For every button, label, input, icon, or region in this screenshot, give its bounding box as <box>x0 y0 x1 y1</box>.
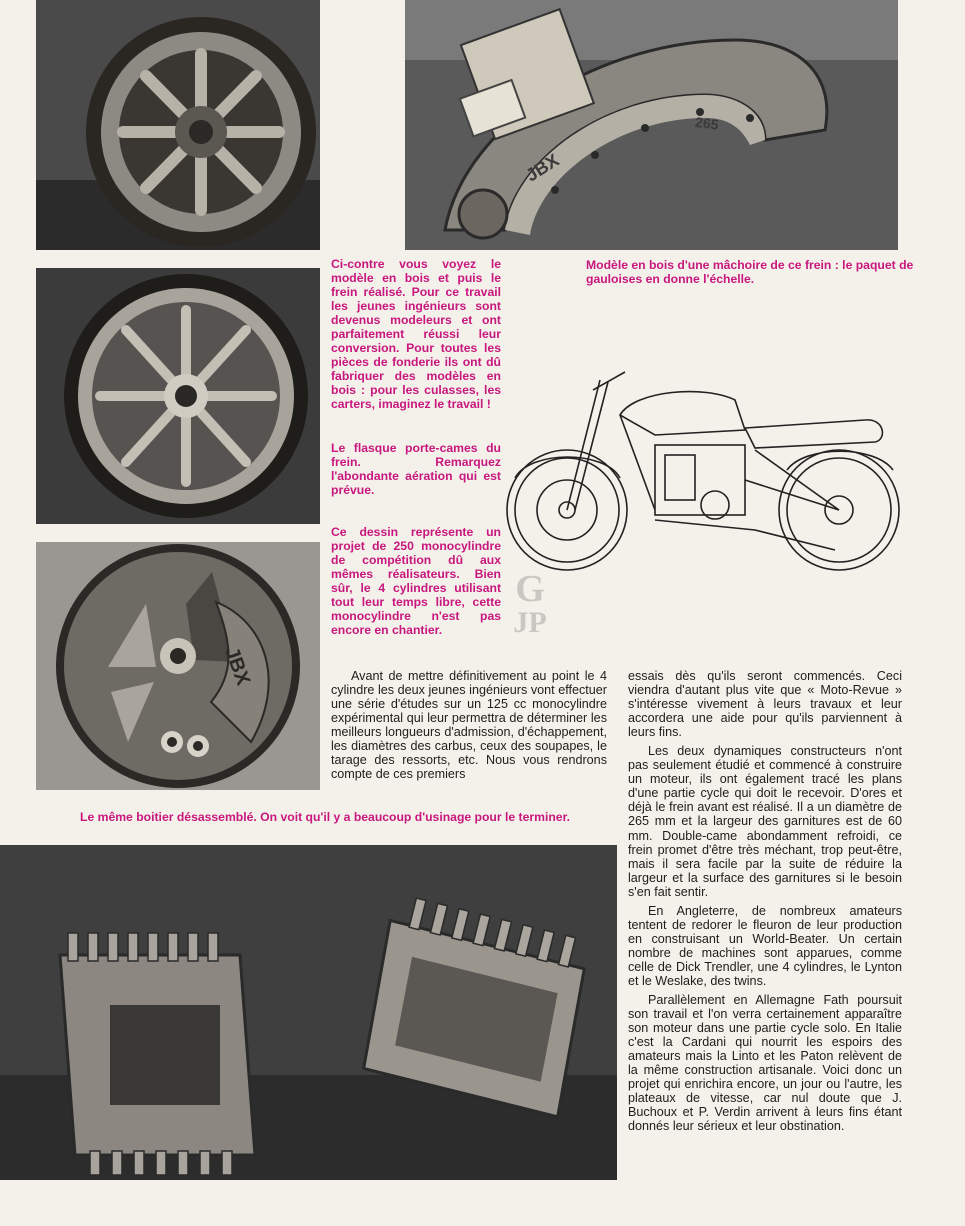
photo-wood-wheel-model <box>36 0 320 250</box>
photo-brake-drum <box>36 268 320 524</box>
motorcycle-drawing <box>505 360 905 580</box>
watermark-logo: G JP <box>505 568 555 640</box>
article-paragraph: Parallèlement en Allemagne Fath poursuit… <box>628 993 902 1134</box>
photo-brake-plate: JBX <box>36 542 320 790</box>
caption-drawing: Ce dessin représente un projet de 250 mo… <box>331 525 501 637</box>
photo-housing-disassembled <box>0 845 617 1180</box>
photo-brake-jaw-model: JBX 265 <box>405 0 898 250</box>
caption-wood-model: Ci-contre vous voyez le modèle en bois e… <box>331 257 501 411</box>
article-paragraph-continued: essais dès qu'ils seront commencés. Ceci… <box>628 669 902 740</box>
article-paragraph: Avant de mettre définitivement au point … <box>331 669 607 782</box>
watermark-line-1: G <box>515 568 545 610</box>
watermark-line-2: JP <box>513 606 547 639</box>
article-column-2: essais dès qu'ils seront commencés. Ceci… <box>628 669 902 1139</box>
caption-flasque: Le flasque porte-cames du frein. Remarqu… <box>331 441 501 497</box>
article-paragraph: En Angleterre, de nombreux amateurs tent… <box>628 903 902 988</box>
caption-brake-jaw: Modèle en bois d'une mâchoire de ce frei… <box>586 258 914 286</box>
caption-housing: Le même boitier désassemblé. On voit qu'… <box>80 810 571 824</box>
stamp-265: 265 <box>694 114 720 133</box>
article-column-1: Avant de mettre définitivement au point … <box>331 669 607 786</box>
article-paragraph: Les deux dynamiques constructeurs n'ont … <box>628 744 902 899</box>
